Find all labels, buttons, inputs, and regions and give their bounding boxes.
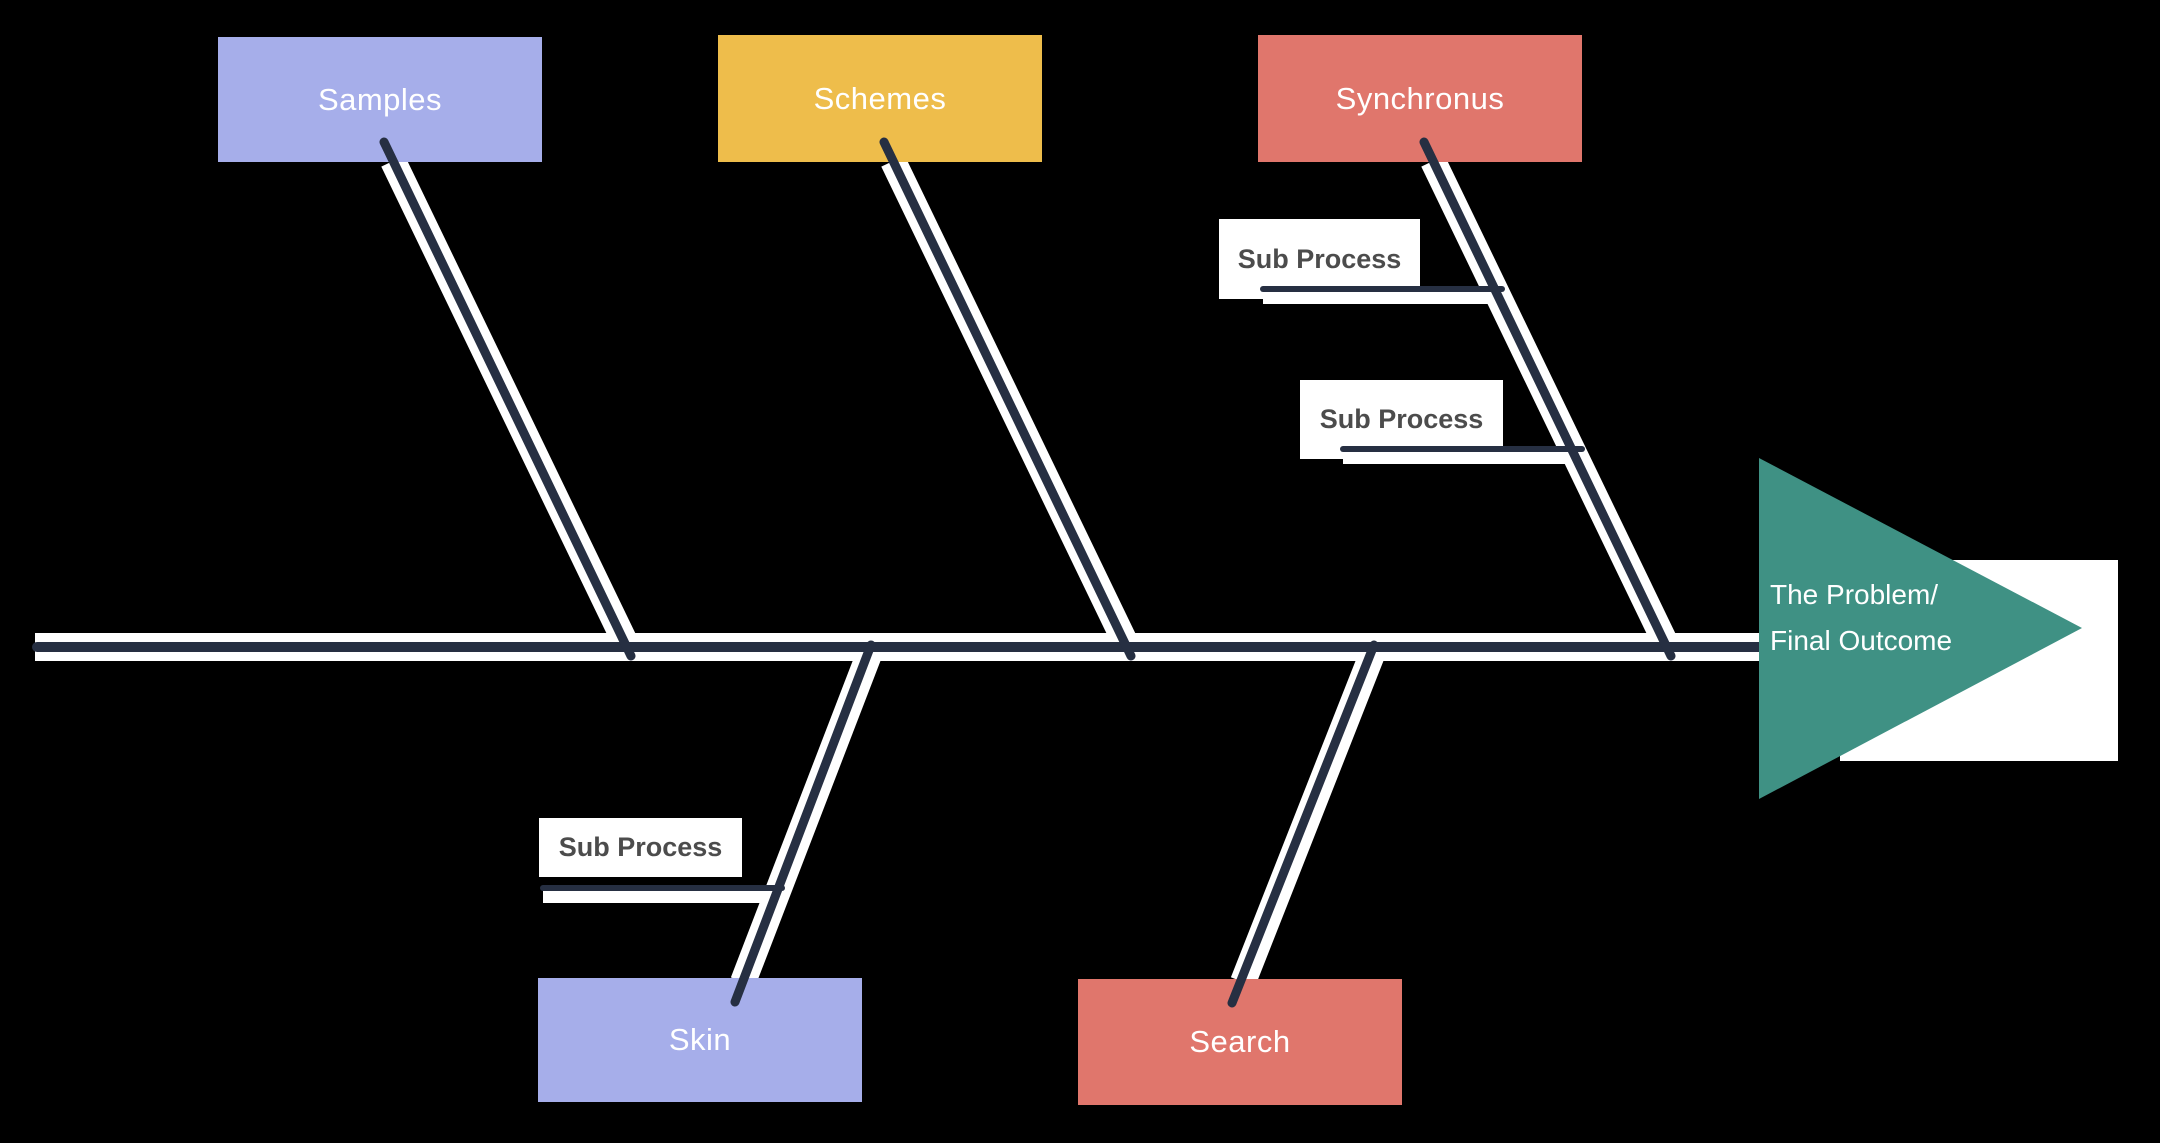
category-box-samples[interactable]: Samples	[218, 37, 542, 162]
schemes-branch-line[interactable]	[879, 137, 1136, 661]
category-label-search: Search	[1189, 1024, 1291, 1059]
sub-process-label: Sub Process	[1237, 243, 1402, 274]
sub-process-box-synchronus-2[interactable]: Sub Process	[1300, 380, 1503, 459]
sub-process-label: Sub Process	[1319, 404, 1484, 434]
category-label-schemes: Schemes	[813, 80, 947, 116]
sub-process-box-synchronus-1[interactable]: Sub Process	[1219, 219, 1420, 299]
search-branch-line[interactable]	[1227, 640, 1379, 1008]
category-box-skin[interactable]: Skin	[538, 978, 862, 1102]
category-label-samples: Samples	[317, 81, 443, 117]
category-label-skin: Skin	[668, 1022, 732, 1057]
skin-branch-line[interactable]	[730, 640, 876, 1007]
samples-branch-line[interactable]	[379, 137, 636, 661]
category-label-synchronus: Synchronus	[1335, 80, 1505, 116]
synchronus-branch-line[interactable]	[1419, 137, 1676, 661]
outcome-arrow[interactable]	[1759, 458, 2082, 799]
sub-process-box-skin-1[interactable]: Sub Process	[539, 818, 742, 877]
sub-process-label: Sub Process	[558, 832, 723, 862]
category-box-search[interactable]: Search	[1078, 979, 1402, 1105]
